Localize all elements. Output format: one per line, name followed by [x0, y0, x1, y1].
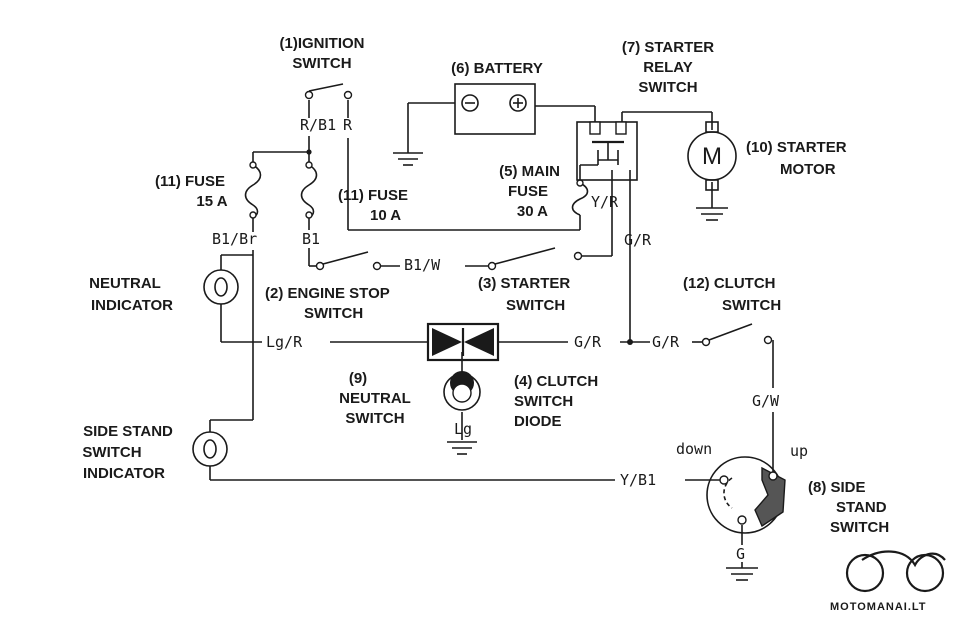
ground-symbol [696, 207, 728, 221]
starter-switch-symbol [487, 247, 583, 271]
junction-dot [627, 339, 633, 345]
lamp-outer [203, 269, 239, 305]
side-stand-terminal [768, 471, 778, 481]
diode-box [426, 322, 500, 362]
wire-label-lg-r: Lg/R [266, 333, 303, 351]
wires [209, 100, 774, 568]
starter-motor-symbol: M [687, 121, 737, 191]
battery-neg-terminal [461, 94, 479, 112]
wire-label-lg: Lg [454, 420, 472, 438]
ground-symbol [393, 152, 423, 166]
neutral-indicator-lamp [203, 269, 239, 305]
wire-label-g-r-left: G/R [574, 333, 602, 351]
fuse-terminal [305, 161, 313, 169]
fuse-terminal [576, 179, 584, 187]
wire-label-g-r-right: G/R [652, 333, 680, 351]
main-fuse-symbol [571, 182, 589, 216]
fuse-terminal [305, 211, 313, 219]
relay-box [576, 121, 638, 181]
side-stand-rotation [723, 477, 733, 509]
side-stand-switch-symbol [706, 456, 786, 534]
side-stand-down-label: down [676, 440, 712, 458]
wire-label-b1-w: B1/W [404, 256, 441, 274]
wire-label-g: G [736, 545, 745, 563]
neutral-switch-contact [452, 383, 472, 403]
motor-brush [705, 179, 719, 191]
side-stand-indicator-lamp [192, 431, 228, 467]
wire-label-r: R [343, 116, 353, 134]
relay-terminal [615, 121, 627, 135]
ignition-blade [308, 83, 344, 92]
wire-label-g-w: G/W [752, 392, 780, 410]
side-stand-contact-plate [754, 466, 786, 528]
ground-symbol [726, 567, 758, 581]
motor-letter: M [702, 143, 722, 170]
neutral-switch-symbol [443, 371, 481, 411]
wire-label-b1-br: B1/Br [212, 230, 257, 248]
wire-label-b1: B1 [302, 230, 320, 248]
ground-symbol [447, 441, 477, 455]
wire-label-y-r: Y/R [591, 193, 619, 211]
wire-label-r-b1: R/B1 [300, 116, 336, 134]
diode-triangle [464, 328, 494, 356]
relay-coil [597, 150, 619, 165]
starter-relay-symbol [576, 121, 638, 181]
lamp-filament [214, 277, 228, 297]
side-stand-terminal [737, 515, 747, 525]
fuse-10a-symbol [300, 164, 318, 219]
engine-stop-switch-symbol [315, 251, 382, 271]
motomanai-logo [845, 550, 946, 593]
battery-pos-terminal [509, 94, 527, 112]
logo-frame [861, 550, 946, 568]
lamp-outer [192, 431, 228, 467]
battery-box [454, 83, 536, 135]
wire-label-g-r-vertical: G/R [624, 231, 652, 249]
clutch-switch-symbol [701, 323, 773, 347]
wire-label-y-b1: Y/B1 [620, 471, 656, 489]
logo-wheel [845, 553, 885, 593]
clutch-switch-diode-symbol [426, 322, 500, 362]
neutral-switch-ring [443, 373, 481, 411]
side-stand-up-label: up [790, 442, 808, 460]
lamp-filament [203, 439, 217, 459]
fuse-15a-symbol [244, 164, 262, 219]
side-stand-terminal [719, 475, 729, 485]
battery-label: (6) BATTERY [451, 60, 543, 77]
ignition-terminal [304, 90, 314, 100]
diode-triangle [432, 328, 462, 356]
watermark-text: MOTOMANAI.LT [830, 601, 927, 613]
fuse-terminal [249, 161, 257, 169]
ignition-switch-symbol [304, 83, 353, 100]
relay-terminal [589, 121, 601, 135]
junction-dot [306, 149, 312, 155]
ignition-terminal [343, 90, 353, 100]
fuse-terminal [249, 211, 257, 219]
battery-symbol [454, 83, 536, 135]
